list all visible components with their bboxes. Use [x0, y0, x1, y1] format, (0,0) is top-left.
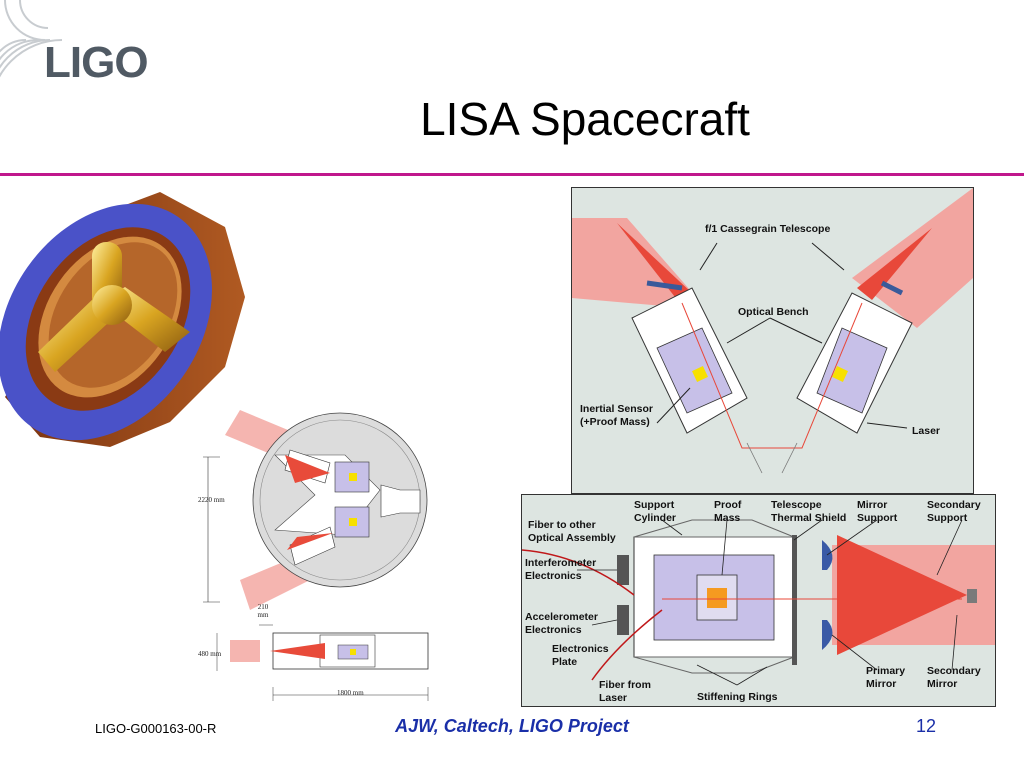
dimension-width: 1800 mm — [337, 689, 364, 697]
label-secondary-mirror: Secondary Mirror — [927, 665, 981, 690]
slide-title: LISA Spacecraft — [420, 93, 750, 145]
footer-credit: AJW, Caltech, LIGO Project — [395, 716, 629, 736]
dimension-gap: 210 mm — [257, 603, 269, 619]
optical-assembly-detail-diagram: Support Cylinder Proof Mass Telescope Th… — [521, 494, 996, 707]
dimension-height: 2220 mm — [198, 496, 225, 504]
label-interferometer-electronics: Interferometer Electronics — [525, 557, 597, 582]
label-fiber-to-other-assembly: Fiber to other Optical Assembly — [528, 519, 616, 544]
label-secondary-support: Secondary Support — [927, 499, 981, 524]
title-divider — [0, 173, 1024, 176]
spacecraft-render — [0, 192, 245, 447]
dimension-thickness: 480 mm — [198, 650, 222, 658]
label-primary-mirror: Primary Mirror — [866, 665, 906, 690]
label-cassegrain-telescope: f/1 Cassegrain Telescope — [705, 223, 831, 235]
label-proof-mass: Proof Mass — [714, 499, 742, 524]
label-mirror-support: Mirror Support — [857, 499, 898, 524]
ligo-logo-text: LIGO — [44, 38, 149, 87]
page-number: 12 — [916, 716, 937, 736]
label-accelerometer-electronics: Accelerometer Electronics — [525, 611, 598, 636]
ligo-logo-swirl-icon — [0, 0, 63, 78]
optical-assembly-pair-diagram: f/1 Cassegrain Telescope Optical Bench I… — [571, 187, 974, 494]
label-fiber-from-laser: Fiber from Laser — [599, 679, 651, 704]
label-optical-bench: Optical Bench — [738, 306, 809, 318]
label-inertial-sensor: Inertial Sensor (+Proof Mass) — [580, 403, 653, 428]
label-electronics-plate: Electronics Plate — [552, 643, 609, 668]
document-id: LIGO-G000163-00-R — [95, 721, 217, 736]
label-laser: Laser — [912, 425, 941, 437]
label-telescope-thermal-shield: Telescope Thermal Shield — [771, 499, 847, 524]
label-support-cylinder: Support Cylinder — [634, 499, 677, 524]
spacecraft-engineering-drawing — [203, 410, 429, 701]
label-stiffening-rings: Stiffening Rings — [697, 691, 778, 703]
